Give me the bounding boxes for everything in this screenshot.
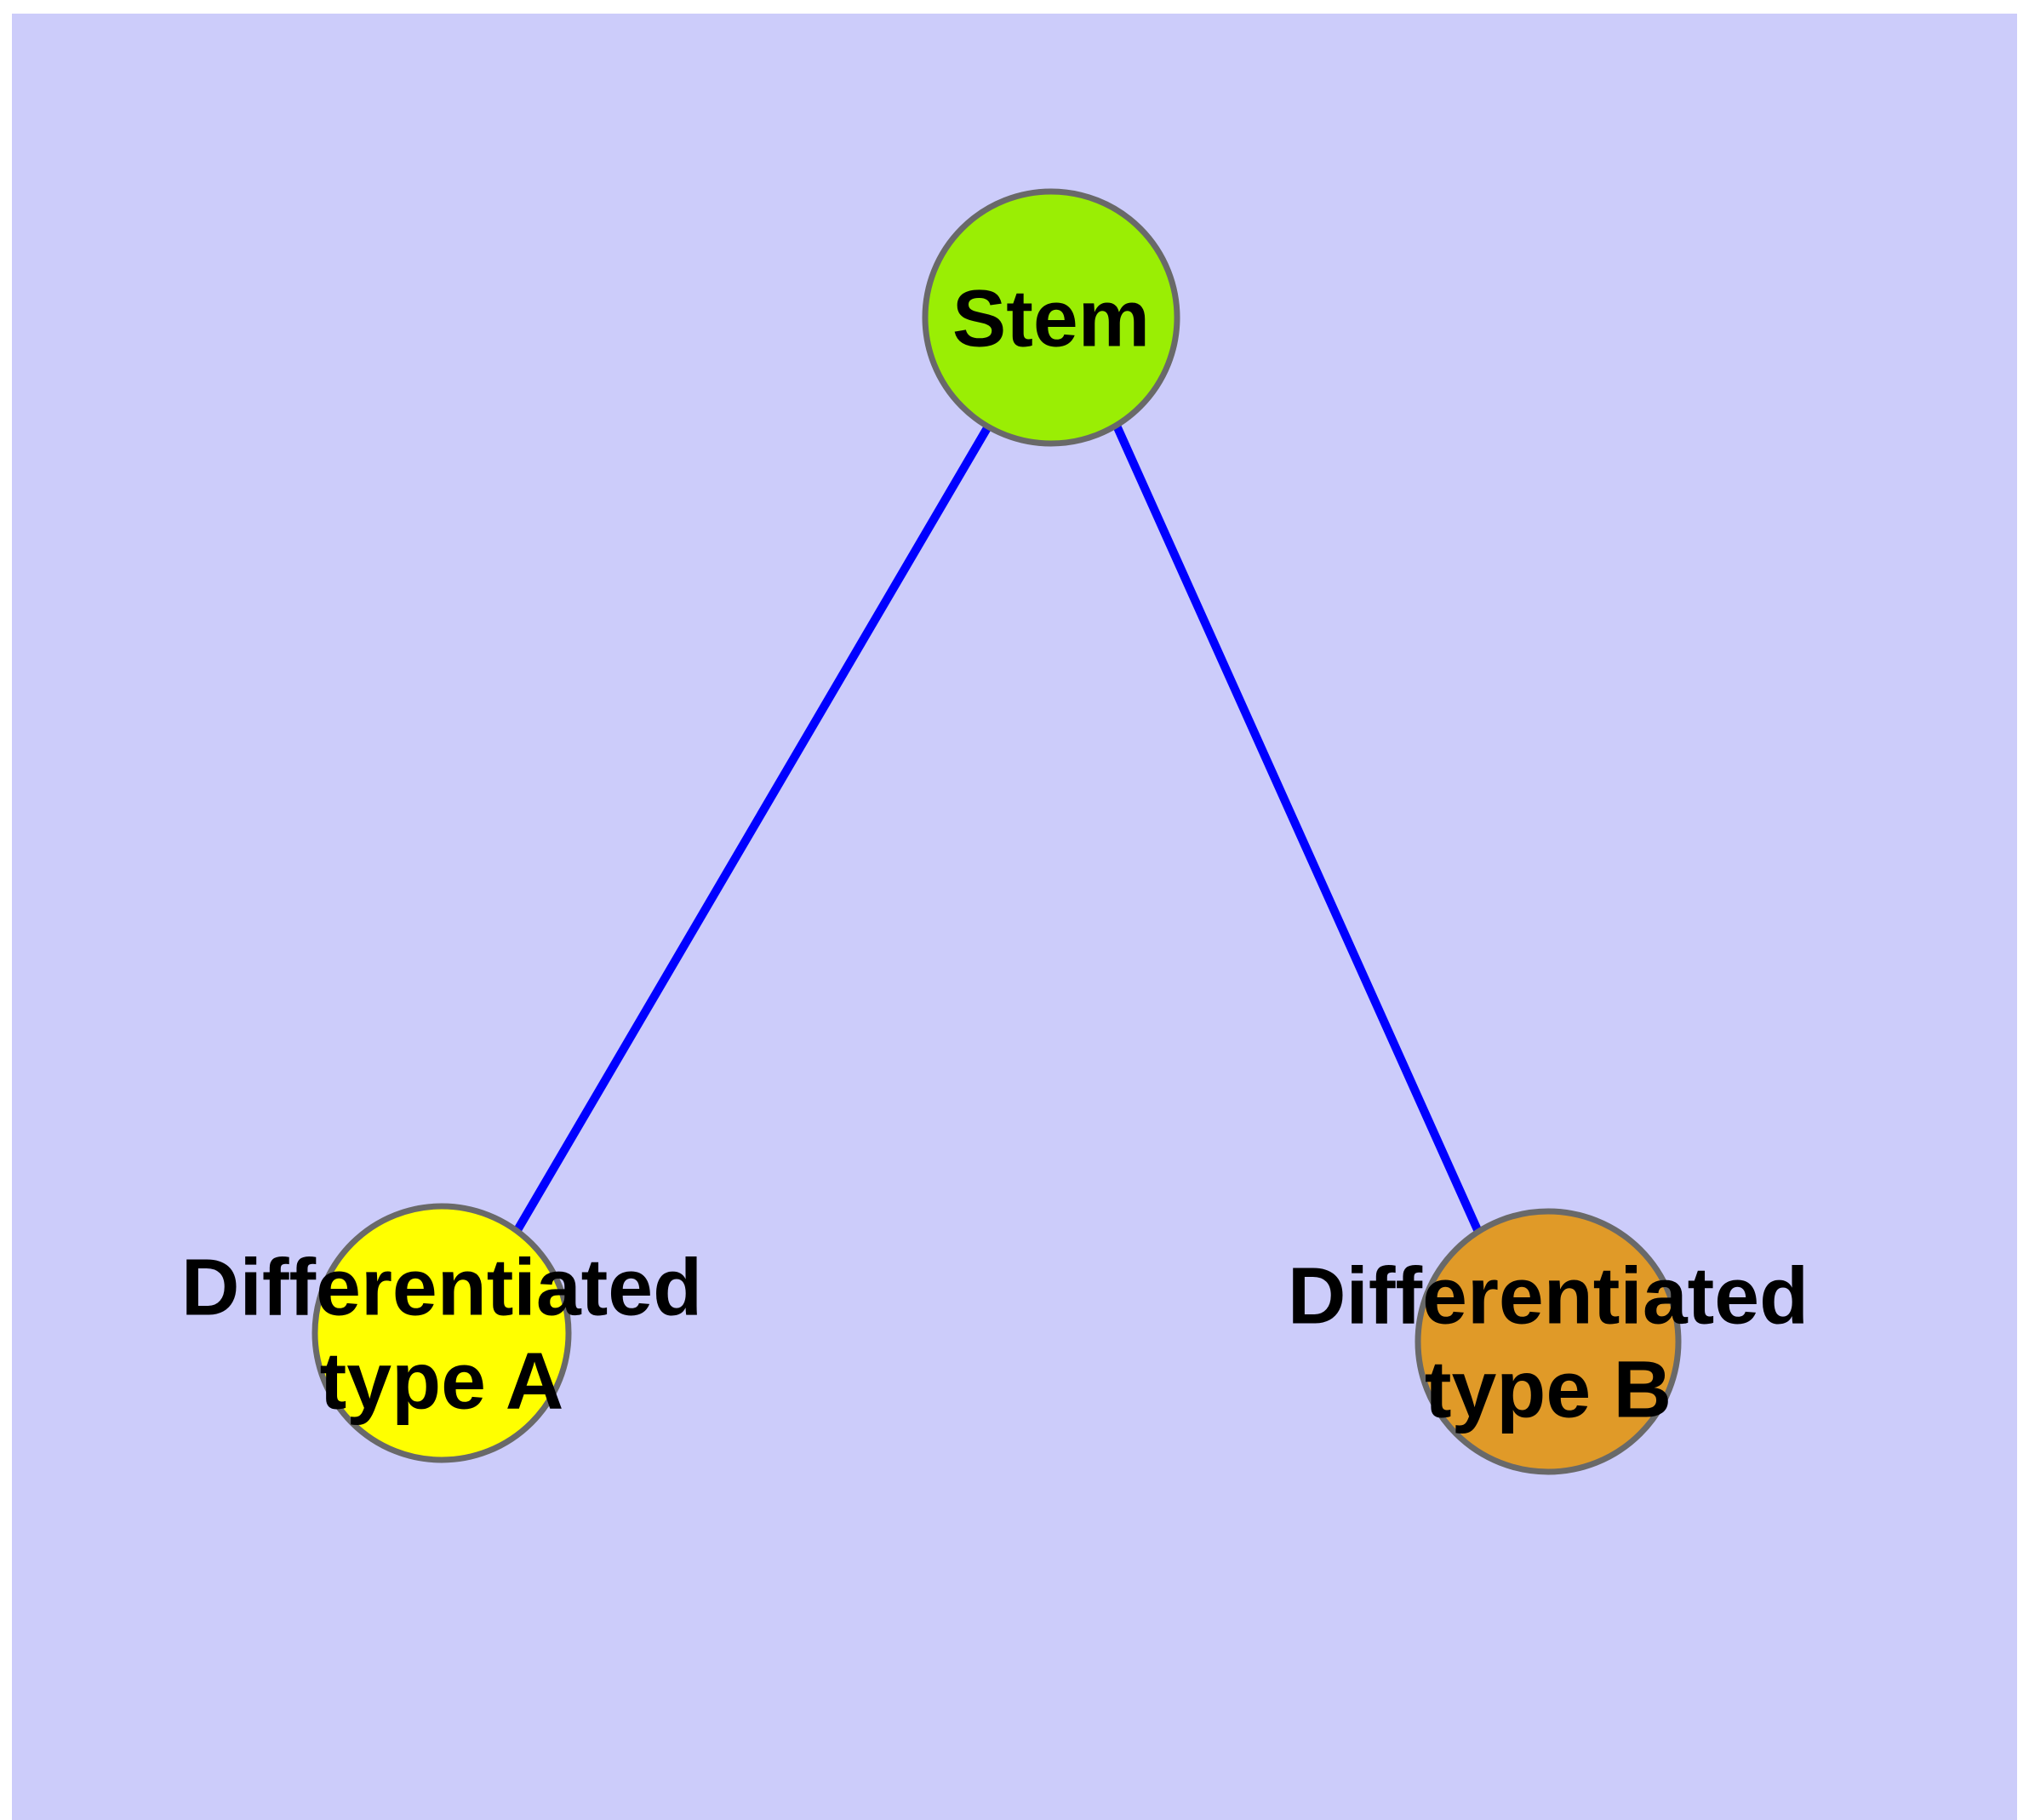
node-label-diff_a-line-1: Differentiated	[181, 1242, 702, 1332]
node-label-diff_b-line-1: Differentiated	[1288, 1251, 1809, 1341]
edge-stem-diff-b[interactable]	[1112, 423, 1483, 1234]
node-diff_a[interactable]	[311, 1203, 572, 1463]
node-diff_b[interactable]	[1415, 1208, 1682, 1475]
node-label-diff_a-line-2: type A	[320, 1336, 564, 1426]
node-circles	[311, 188, 1682, 1475]
edge-stem-diff-a[interactable]	[513, 424, 992, 1233]
node-label-stem-line-1: Stem	[952, 273, 1150, 363]
node-label-diff_b-line-2: type B	[1425, 1344, 1672, 1434]
edges-group	[513, 423, 1483, 1234]
node-stem[interactable]	[922, 188, 1180, 447]
